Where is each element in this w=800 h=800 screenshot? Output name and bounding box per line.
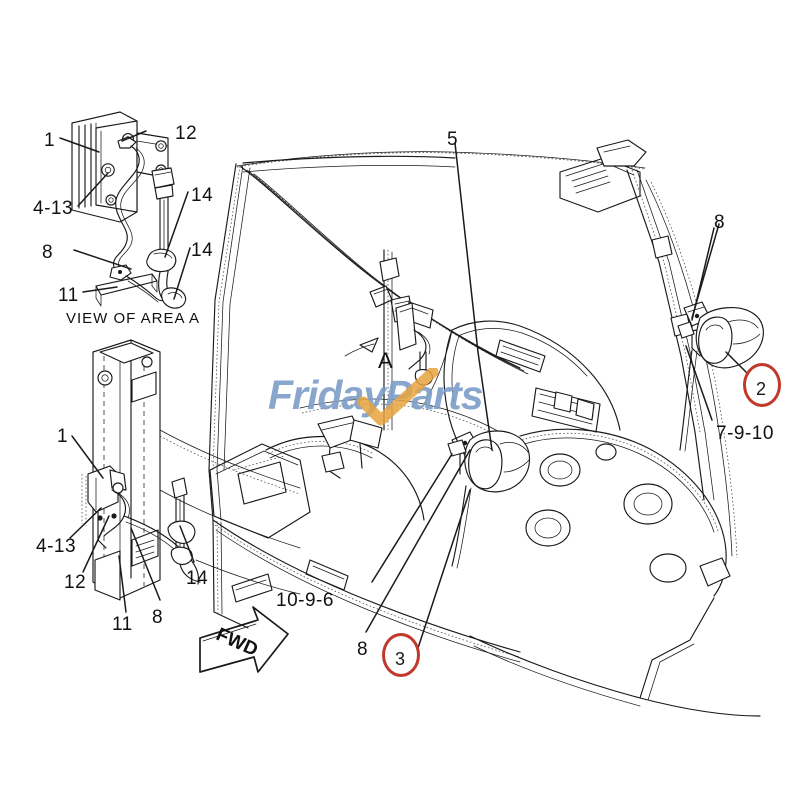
fwd-arrow-graphic bbox=[199, 606, 289, 673]
callout-bl-14: 14 bbox=[186, 568, 209, 589]
callout-top-5: 5 bbox=[447, 129, 459, 150]
callout-bc-3: 3 bbox=[395, 649, 406, 669]
callout-tl-14a: 14 bbox=[191, 185, 214, 206]
callout-r-8: 8 bbox=[714, 212, 726, 233]
callout-tl-14b: 14 bbox=[191, 240, 214, 261]
callout-r-2: 2 bbox=[756, 379, 767, 399]
callout-bc-1096: 10-9-6 bbox=[276, 590, 334, 611]
leader-5 bbox=[454, 142, 493, 451]
callout-tl-8: 8 bbox=[42, 242, 54, 263]
callout-bl-12: 12 bbox=[64, 572, 87, 593]
cab-assembly bbox=[208, 139, 761, 717]
detail-view-caption: VIEW OF AREA A bbox=[66, 310, 201, 327]
callout-bl-1: 1 bbox=[57, 426, 69, 447]
callout-highlight-ring bbox=[382, 633, 420, 677]
callout-r-7910: 7-9-10 bbox=[716, 423, 774, 444]
callout-tl-1: 1 bbox=[44, 130, 56, 151]
area-a-marker: A bbox=[378, 348, 394, 373]
callout-tl-413: 4-13 bbox=[33, 198, 74, 219]
lower-left-post-detail bbox=[69, 339, 301, 613]
callout-bl-8: 8 bbox=[152, 607, 164, 628]
callout-tl-12: 12 bbox=[175, 123, 198, 144]
detail-view-area-a bbox=[59, 111, 191, 309]
callout-bl-11: 11 bbox=[112, 614, 133, 635]
callout-tl-11: 11 bbox=[58, 285, 79, 306]
lamp-assembly-center bbox=[365, 430, 531, 649]
lamp-assembly-right bbox=[677, 227, 764, 452]
callout-highlight-ring bbox=[743, 363, 781, 407]
leader-right-8 bbox=[691, 223, 720, 319]
callout-bl-413: 4-13 bbox=[36, 536, 77, 557]
callout-bc-8: 8 bbox=[357, 639, 369, 660]
